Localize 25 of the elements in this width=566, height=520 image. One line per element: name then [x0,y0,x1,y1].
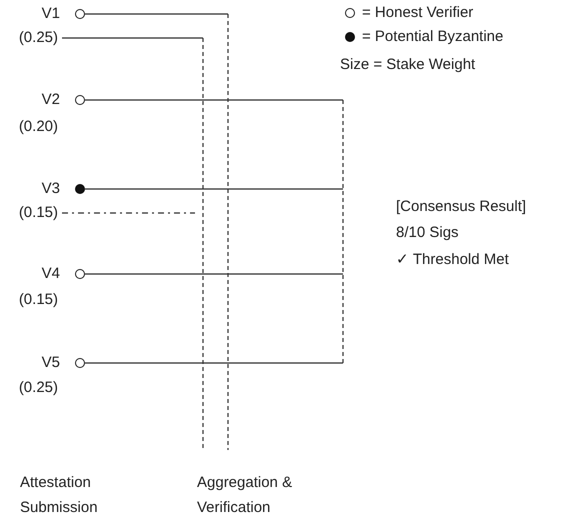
connector-line [62,37,203,39]
connector-line [85,362,343,364]
connector-line [62,212,195,214]
legend-text: = Potential Byzantine [362,29,504,44]
verifier-label: V2 [42,92,60,107]
connector-line [85,273,343,275]
verifier-label: V5 [42,355,60,370]
stage-label: Attestation Submission [20,473,99,518]
connector-line [85,99,343,101]
result-text: [Consensus Result] [396,197,528,217]
verifier-label: V3 [42,181,60,196]
stake-weight-label: (0.25) [18,380,58,395]
stake-weight-label: (0.15) [18,292,58,307]
connector-line [85,188,343,190]
verifier-label: V4 [42,266,60,281]
stake-weight-label: (0.15) [18,205,58,220]
stake-weight-label: (0.25) [18,30,58,45]
legend-text: = Honest Verifier [362,5,474,20]
stage-label: Aggregation & Verification [197,473,294,518]
result-text: 8/10 Sigs [396,223,460,243]
verifier-label: V1 [42,6,60,21]
result-text: ✓ Threshold Met [396,250,510,270]
legend-note: Size = Stake Weight [340,55,476,75]
connector-line [85,13,228,15]
stake-weight-label: (0.20) [18,119,58,134]
